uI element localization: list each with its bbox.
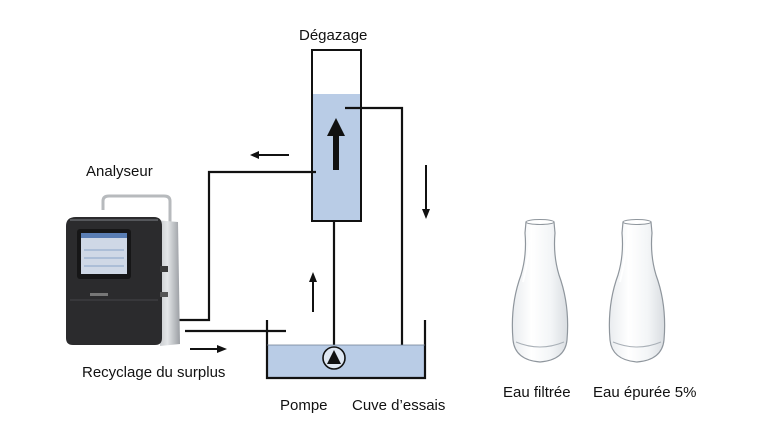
overflow-pipe [345,106,404,358]
tank-water [267,345,425,378]
flow-arrow-left-icon [250,151,289,159]
test-tank [265,320,427,380]
up-arrow-icon [327,118,345,170]
recycling-label: Recyclage du surplus [82,364,226,381]
degassing-column [311,49,362,222]
purified-water-label: Eau épurée 5% [593,384,697,401]
flow-arrow-down-icon [422,165,430,219]
tank-outline [265,320,427,380]
test-tank-label: Cuve d’essais [352,397,446,414]
analyzer-feed-pipe [165,170,316,322]
flow-arrow-right-icon [190,345,227,353]
carafe-filtered-water-icon [511,219,569,363]
filtered-water-label: Eau filtrée [503,384,571,401]
analyzer-device [66,194,180,346]
column-outline [311,50,362,222]
flow-arrow-up-icon [309,272,317,312]
analyzer-label: Analyseur [86,163,153,180]
pump-label: Pompe [280,397,328,414]
degassing-label: Dégazage [299,27,368,44]
analyzer-screen [81,233,127,274]
carafe-purified-water-icon [608,219,666,363]
pump-symbol-icon [322,346,346,370]
